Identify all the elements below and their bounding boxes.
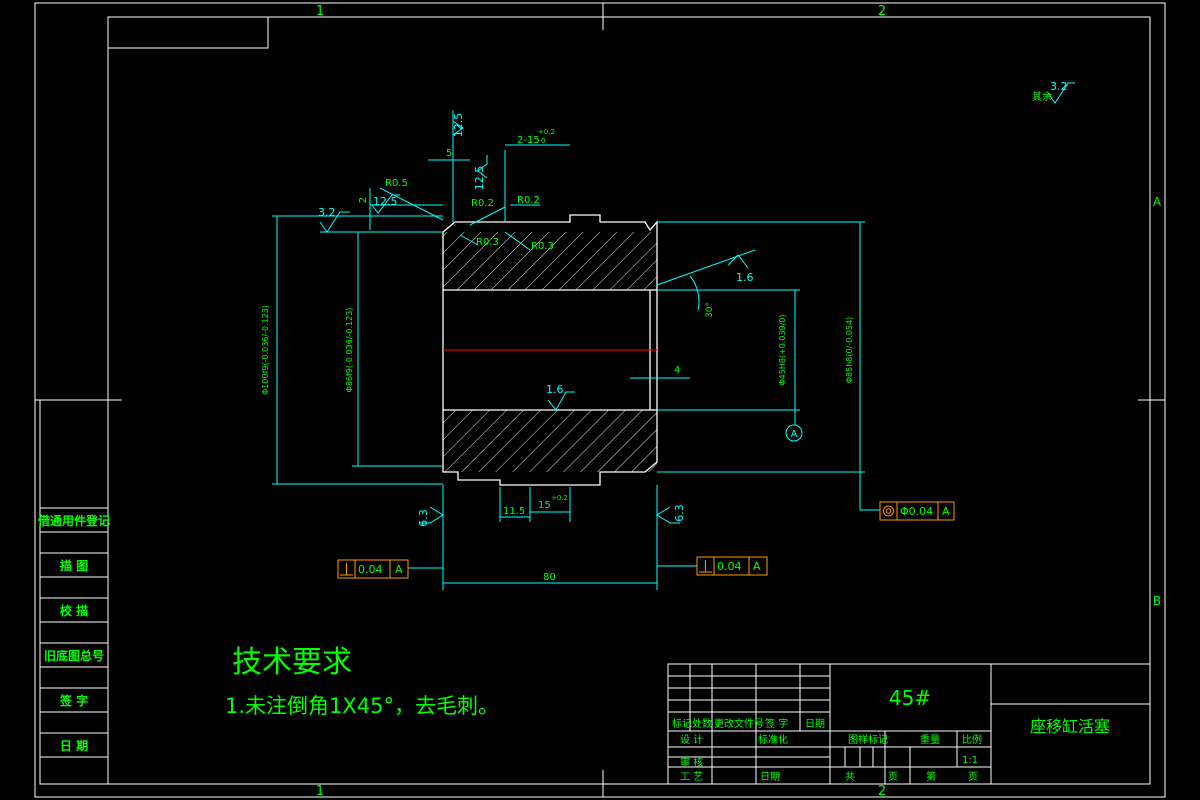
dim-4: 4 — [674, 365, 680, 376]
tb-total: 共 — [845, 771, 855, 783]
tb-sheet-unit: 页 — [888, 771, 898, 783]
tb-date-2: 日期 — [760, 771, 780, 783]
zone-label-top-1: 1 — [316, 4, 324, 19]
perpendicularity-left-value: 0.04 — [358, 563, 383, 576]
dim-phi85: Φ85h8(0/-0.054) — [845, 317, 854, 383]
side-item-borrowed: 借通用件登记 — [37, 513, 110, 528]
dim-r02-a: R0.2 — [471, 198, 494, 209]
roughness-3-2-symbol — [319, 211, 350, 233]
dim-r03-b: R0.3 — [531, 241, 554, 252]
dim-r02-b: R0.2 — [517, 195, 540, 206]
roughness-6-3-right-symbol — [656, 506, 680, 524]
zone-label-top-2: 2 — [878, 4, 886, 19]
tb-scale-value: 1:1 — [962, 755, 978, 766]
side-item-check: 校 描 — [60, 603, 88, 618]
roughness-6-3-right-value: 6.3 — [673, 504, 686, 522]
dim-r03-a: R0.3 — [476, 237, 499, 248]
material-label: 45# — [889, 686, 931, 710]
side-item-sign: 签 字 — [59, 693, 88, 708]
roughness-other-symbol — [1047, 82, 1075, 104]
tb-design: 设 计 — [680, 733, 703, 746]
roughness-12-5-b-value: 12.5 — [473, 166, 486, 191]
dim-15: 15 — [538, 500, 551, 511]
side-item-trace: 描 图 — [60, 558, 88, 573]
perpendicularity-right-datum: A — [753, 560, 761, 573]
zone-label-bottom-1: 1 — [316, 784, 324, 799]
roughness-12-5-c-value: 12.5 — [373, 195, 398, 208]
dim-5: 5 — [446, 148, 452, 159]
notes-title: 技术要求 — [232, 645, 352, 680]
section-hatch-bottom — [443, 410, 657, 472]
tb-mark: 标记 — [672, 718, 692, 730]
tb-process: 工 艺 — [680, 771, 703, 783]
tb-count: 处数 — [692, 717, 712, 730]
roughness-6-3-left-symbol — [420, 506, 444, 524]
tb-review: 审 核 — [680, 756, 703, 769]
dim-15-tol: +0.2 — [551, 494, 568, 502]
side-item-date: 日 期 — [60, 738, 88, 753]
side-block — [39, 399, 109, 785]
part-name: 座移缸活塞 — [1030, 717, 1110, 736]
dimension-lines — [272, 110, 880, 590]
perpendicularity-frame-left — [337, 559, 409, 579]
perpendicularity-right-value: 0.04 — [717, 560, 742, 573]
dim-2-15-tol: +0.2 — [538, 128, 555, 136]
tb-sign: 签 字 — [765, 717, 788, 730]
tb-weight: 重量 — [920, 733, 940, 746]
datum-a-label: A — [791, 429, 798, 440]
dim-angle: 30° — [705, 302, 715, 318]
dim-phi45: Φ45H8(+0.039/0) — [778, 314, 787, 385]
section-hatch-top — [443, 232, 657, 290]
zone-label-bottom-2: 2 — [878, 784, 886, 799]
perpendicularity-frame-right — [696, 556, 768, 576]
roughness-12-5-a-symbol — [452, 110, 464, 136]
roughness-1-6-bore-value: 1.6 — [546, 383, 564, 396]
tb-change-doc: 更改文件号 — [714, 717, 764, 730]
roughness-symbols — [319, 82, 1075, 524]
roughness-1-6-cone-value: 1.6 — [736, 271, 754, 284]
roughness-12-5-b-symbol — [477, 155, 488, 179]
dim-r05: R0.5 — [385, 178, 408, 189]
tb-no: 第 — [926, 770, 936, 783]
roughness-other-value: 3.2 — [1050, 80, 1068, 93]
roughness-other-label: 其余 — [1032, 90, 1052, 103]
concentricity-value: Φ0.04 — [900, 505, 933, 518]
roughness-3-2-value: 3.2 — [318, 206, 336, 219]
dim-11-5: 11.5 — [503, 506, 525, 517]
concentricity-datum: A — [942, 505, 950, 518]
dim-2: 2 — [358, 197, 369, 203]
zone-label-A: A — [1153, 195, 1162, 209]
perpendicularity-left-datum: A — [395, 563, 403, 576]
tb-scale: 比例 — [962, 733, 982, 746]
part-section — [442, 214, 658, 486]
dim-2-15: 2-15 — [517, 135, 540, 146]
concentricity-frame — [879, 501, 955, 521]
title-block — [667, 663, 1151, 785]
dim-2-15-sub: 0 — [541, 137, 545, 145]
datum-a-circle — [785, 424, 803, 442]
tb-standardize: 标准化 — [758, 733, 788, 746]
roughness-1-6-bore-symbol — [547, 391, 575, 411]
dim-80: 80 — [543, 572, 556, 583]
dim-phi86: Φ86f9(-0.036/-0.123) — [345, 308, 354, 393]
tb-date: 日期 — [805, 718, 825, 730]
tb-sheet-unit-2: 页 — [968, 771, 978, 783]
zone-label-B: B — [1153, 594, 1161, 608]
roughness-1-6-cone-symbol — [727, 254, 749, 269]
side-item-old-number: 旧底图总号 — [44, 648, 104, 663]
roughness-6-3-left-value: 6.3 — [417, 509, 430, 527]
roughness-12-5-a-value: 12.5 — [452, 113, 465, 138]
roughness-12-5-c-symbol — [371, 194, 400, 214]
tb-stage-mark: 图样标记 — [848, 733, 888, 746]
drawing-frame — [34, 2, 1166, 798]
notes-line-1: 1.未注倒角1X45°，去毛刺。 — [225, 694, 499, 718]
dim-phi100: Φ100f9(-0.036/-0.123) — [261, 305, 270, 395]
